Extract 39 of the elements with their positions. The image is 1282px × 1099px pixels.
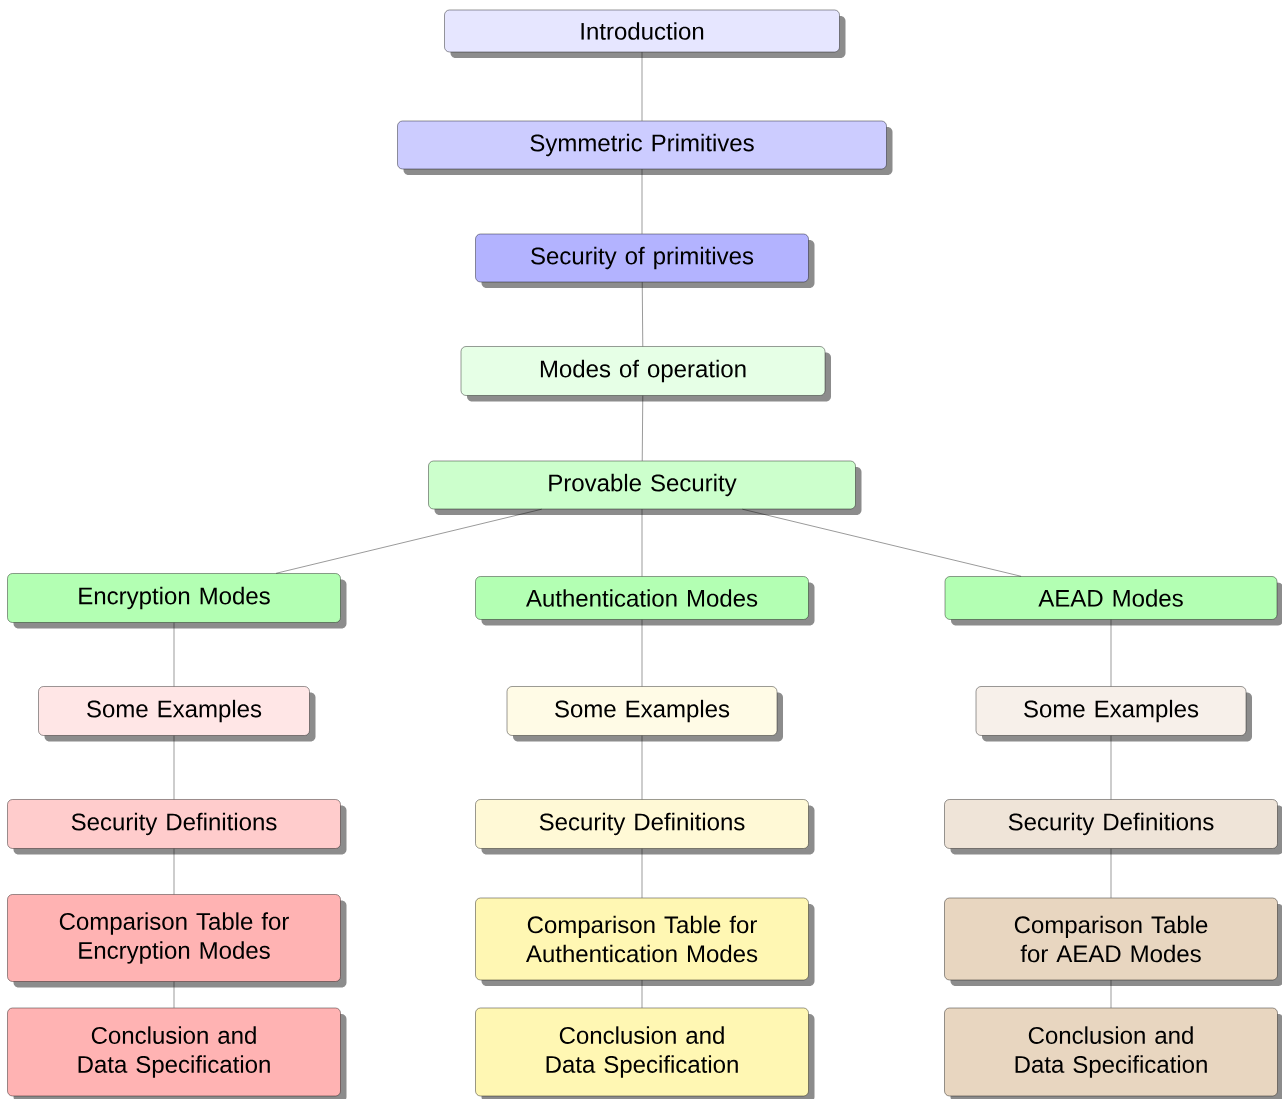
connector-line [642,282,643,347]
connector-line [641,980,643,1008]
connector-line [173,735,175,800]
connector-line [1110,619,1112,687]
process-box: Security Definitions [475,799,815,855]
connector-line [641,169,643,234]
process-box: Some Examples [38,686,316,742]
process-box: Some Examples [506,686,783,742]
process-box: Security of primitives [475,233,815,288]
connector-line [641,509,643,577]
process-box: Encryption Modes [7,573,347,629]
connector-line [173,622,175,687]
process-box: Symmetric Primitives [397,120,893,175]
process-box: Comparison Table for AEAD Modes [944,897,1282,986]
connector-line [641,848,643,898]
connector-line [173,848,175,895]
process-box: Comparison Table for Authentication Modes [475,897,815,986]
process-box: Provable Security [428,460,862,515]
connector-line [1110,848,1112,898]
connector-line [1110,980,1112,1008]
process-box: AEAD Modes [944,576,1282,626]
connector-line [641,735,643,800]
process-box: Conclusion and Data Specification [7,1007,347,1099]
connector-line [641,619,643,687]
connector-line [742,509,1022,577]
process-box: Conclusion and Data Specification [944,1007,1282,1099]
process-box: Security Definitions [7,799,347,855]
process-box: Some Examples [975,686,1252,742]
connector-line [641,52,643,121]
process-box: Comparison Table for Encryption Modes [7,894,347,988]
process-box: Introduction [444,9,846,58]
connector-line [275,509,542,574]
process-box: Conclusion and Data Specification [475,1007,815,1099]
connector-line [642,395,643,461]
process-box: Authentication Modes [475,576,815,626]
process-box: Security Definitions [944,799,1282,855]
connector-line [173,981,175,1008]
connector-line [1110,735,1112,800]
process-box: Modes of operation [460,346,831,402]
